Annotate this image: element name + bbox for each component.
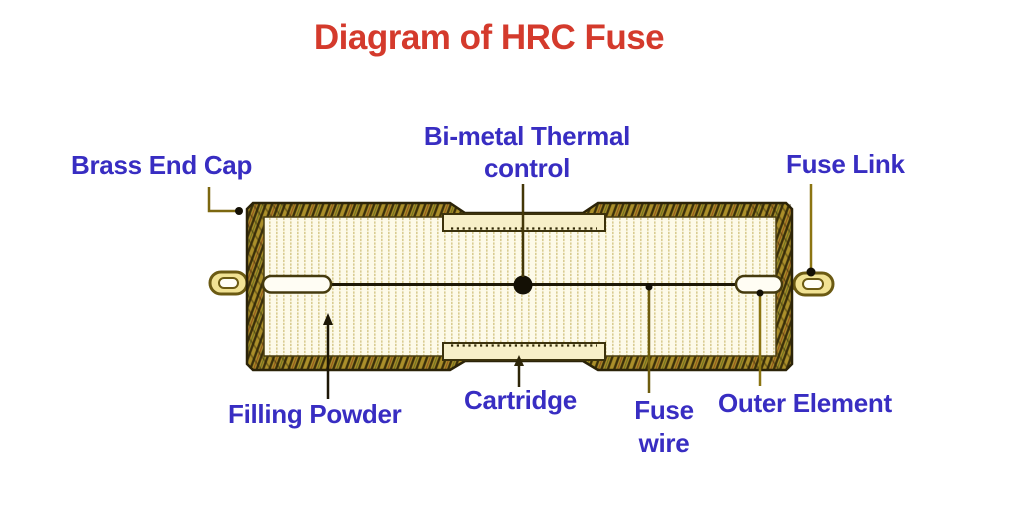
bottom-center-plate bbox=[442, 342, 606, 361]
brass-end-cap-leader bbox=[207, 187, 243, 215]
cartridge-leader bbox=[514, 355, 524, 387]
label-outer-element: Outer Element bbox=[718, 388, 892, 418]
label-bimetal-line1: Bi-metal Thermal bbox=[423, 121, 631, 151]
bimetal-dot bbox=[513, 275, 533, 295]
label-cartridge: Cartridge bbox=[464, 385, 577, 415]
fuse-wire-leader bbox=[645, 283, 653, 393]
left-lug bbox=[208, 270, 249, 296]
outer-element-leader bbox=[756, 289, 764, 386]
page-title: Diagram of HRC Fuse bbox=[313, 18, 665, 57]
filling-powder-leader bbox=[323, 313, 333, 399]
label-bimetal-line2: control bbox=[483, 153, 570, 183]
fuse-link-leader bbox=[806, 184, 816, 277]
label-fuse-wire-line1: Fuse bbox=[634, 395, 694, 425]
label-fuse-link: Fuse Link bbox=[786, 149, 905, 179]
label-bimetal-thermal-control: Bi-metal Thermal control bbox=[392, 120, 662, 184]
right-lug bbox=[792, 271, 835, 297]
left-element-end bbox=[261, 274, 333, 294]
label-filling-powder: Filling Powder bbox=[228, 399, 402, 429]
label-fuse-wire-line2: wire bbox=[638, 428, 690, 458]
label-brass-end-cap: Brass End Cap bbox=[71, 150, 253, 180]
label-fuse-wire: Fuse wire bbox=[627, 394, 701, 460]
